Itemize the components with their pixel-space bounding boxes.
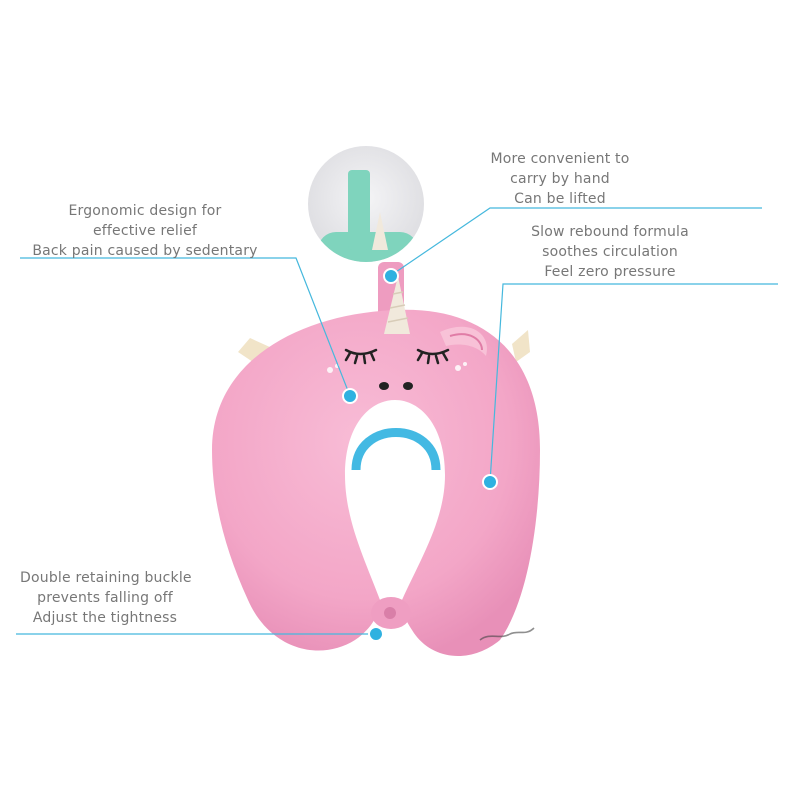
leader-lines bbox=[16, 207, 778, 635]
pillow-body bbox=[212, 309, 540, 657]
callout-ergonomic-line-1: Ergonomic design for bbox=[68, 203, 222, 219]
mane bbox=[440, 326, 487, 356]
right-ear bbox=[512, 330, 530, 362]
callout-rebound-line-3: Feel zero pressure bbox=[544, 264, 676, 280]
callout-rebound-line-1: Slow rebound formula bbox=[531, 224, 689, 240]
callout-buckle-line-1: Double retaining buckle bbox=[20, 570, 192, 586]
cheeks bbox=[327, 362, 467, 373]
callout-ergonomic: Ergonomic design for effective relief Ba… bbox=[20, 201, 270, 261]
neck-arc-indicator bbox=[351, 428, 441, 471]
callout-ergonomic-line-3: Back pain caused by sedentary bbox=[32, 243, 258, 259]
callout-buckle-line-3: Adjust the tightness bbox=[32, 610, 178, 626]
nostril-left bbox=[379, 382, 389, 390]
callout-ergonomic-line-2: effective relief bbox=[92, 223, 198, 239]
zoom-inset bbox=[308, 146, 424, 262]
embroidery bbox=[479, 627, 535, 641]
callout-buckle: Double retaining buckle prevents falling… bbox=[20, 568, 192, 628]
callout-buckle-line-2: prevents falling off bbox=[37, 590, 173, 606]
callout-dots bbox=[342, 268, 498, 642]
callout-carry-line-1: More convenient to bbox=[490, 151, 630, 167]
callout-rebound-line-2: soothes circulation bbox=[542, 244, 678, 260]
callout-carry-line-3: Can be lifted bbox=[514, 191, 606, 207]
callout-carry: More convenient to carry by hand Can be … bbox=[470, 149, 650, 209]
callout-carry-line-2: carry by hand bbox=[510, 171, 610, 187]
callout-rebound: Slow rebound formula soothes circulation… bbox=[510, 222, 710, 282]
closed-eyes bbox=[344, 348, 450, 365]
nostril-right bbox=[403, 382, 413, 390]
